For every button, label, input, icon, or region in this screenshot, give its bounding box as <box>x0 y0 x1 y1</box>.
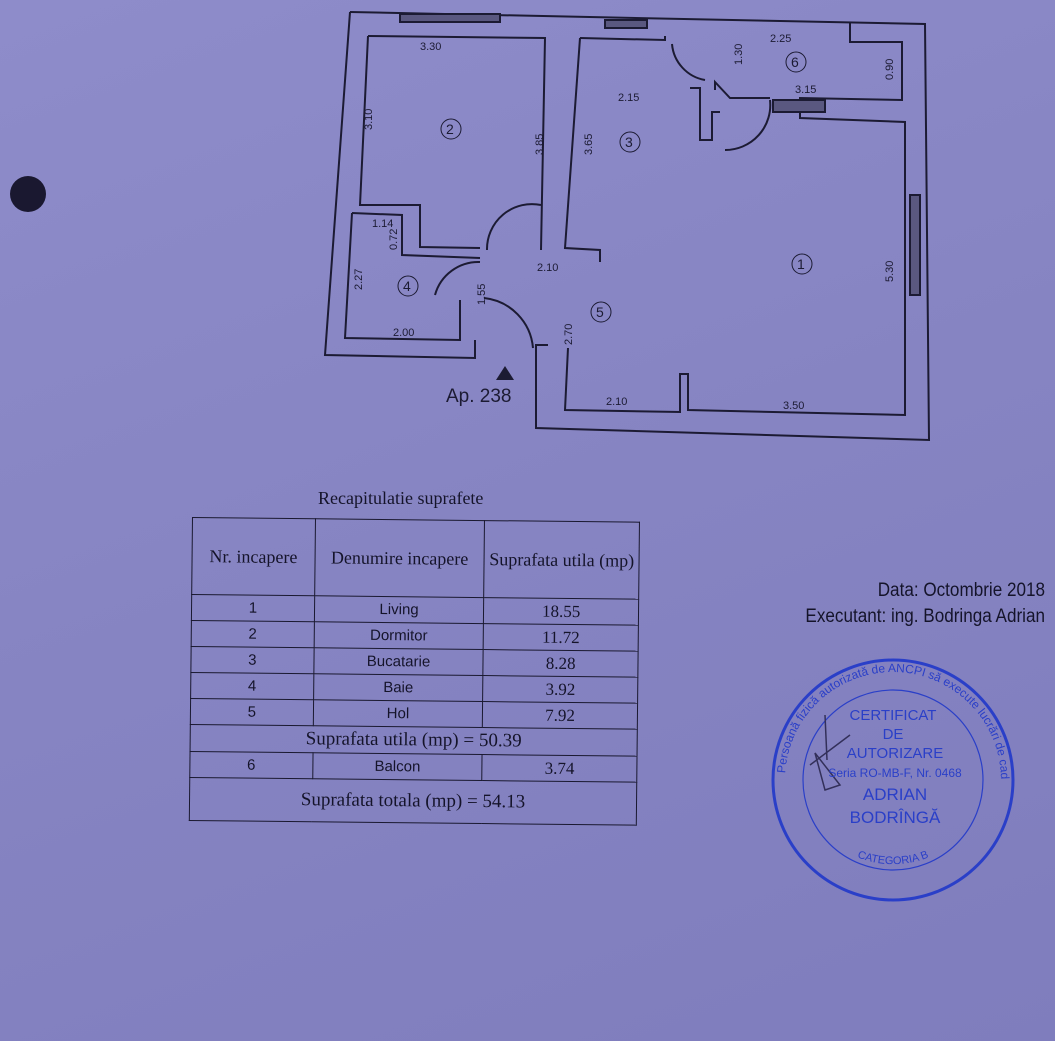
cell: 18.55 <box>483 597 639 626</box>
cell: 5 <box>190 698 314 726</box>
dim-label: 2.10 <box>606 396 627 408</box>
stamp-series: Seria RO-MB-F, Nr. 0468 <box>828 766 962 780</box>
walls <box>323 11 931 442</box>
entrance-triangle-icon <box>496 366 514 380</box>
floor-plan: 3.30 3.10 3.85 3.65 2.15 2.25 1.30 3.15 … <box>323 11 931 442</box>
recap-table: Nr. incapere Denumire incapere Suprafata… <box>189 517 640 826</box>
room-numbers <box>397 51 813 323</box>
cell: 8.28 <box>483 649 639 678</box>
stamp-category: CATEGORIA B <box>856 849 930 868</box>
dim-label: 2.10 <box>537 262 558 274</box>
dim-label: 0.72 <box>388 229 400 250</box>
dim-label: 1.55 <box>476 284 488 305</box>
grand-total-row: Suprafata totala (mp) = 54.13 <box>189 777 637 826</box>
document-info: Data: Octombrie 2018 Executant: ing. Bod… <box>735 578 1045 630</box>
dim-label: 3.50 <box>783 400 804 412</box>
cell: 3.92 <box>482 675 638 704</box>
dim-label: 2.00 <box>393 327 414 339</box>
header-cell: Denumire incapere <box>314 518 485 598</box>
room-number: 3 <box>625 134 633 150</box>
dim-label: 0.90 <box>884 59 896 80</box>
dim-label: 3.65 <box>583 134 595 155</box>
room-number: 6 <box>791 54 799 70</box>
stamp-line: CERTIFICAT <box>850 707 937 724</box>
stamp-name: ADRIAN <box>863 785 927 804</box>
recap-title: Recapitulatie suprafete <box>318 488 484 508</box>
cell: 3.74 <box>482 754 638 783</box>
dim-label: 2.70 <box>563 324 575 345</box>
cell: Living <box>314 595 485 624</box>
punch-hole <box>10 176 46 212</box>
dim-label: 2.25 <box>770 33 791 45</box>
cell: 3 <box>190 646 314 674</box>
cell: 11.72 <box>483 623 639 652</box>
apartment-label: Ap. 238 <box>446 386 512 407</box>
room-number: 5 <box>596 304 604 320</box>
dimension-labels: 3.30 3.10 3.85 3.65 2.15 2.25 1.30 3.15 … <box>353 33 896 412</box>
cell: 4 <box>190 672 314 700</box>
dim-label: 2.27 <box>353 269 365 290</box>
dim-label: 3.85 <box>534 134 546 155</box>
header-cell: Nr. incapere <box>191 517 316 596</box>
cell: Baie <box>313 673 484 702</box>
dim-label: 3.10 <box>363 109 375 130</box>
signature <box>809 714 851 791</box>
cell: Balcon <box>312 752 483 781</box>
cell: Dormitor <box>313 621 484 650</box>
dim-label: 3.30 <box>420 41 441 53</box>
stamp-line: AUTORIZARE <box>847 745 943 762</box>
cell: Bucatarie <box>313 647 484 676</box>
cell: 2 <box>191 620 315 648</box>
dim-label: 1.30 <box>733 44 745 65</box>
room-number: 1 <box>797 256 805 272</box>
dim-label: 2.15 <box>618 92 639 104</box>
table-header: Nr. incapere Denumire incapere Suprafata… <box>191 517 640 600</box>
date-text: Data: Octombrie 2018 <box>877 580 1045 601</box>
stamp-name: BODRÎNGĂ <box>850 808 941 827</box>
cell: 6 <box>189 751 313 779</box>
dim-label: 1.14 <box>372 218 393 230</box>
cell: 7.92 <box>482 701 638 730</box>
cell: 1 <box>191 594 315 622</box>
dim-label: 5.30 <box>884 261 896 282</box>
header-cell: Suprafata utila (mp) <box>484 520 640 600</box>
cell: Hol <box>313 699 483 728</box>
stamp-line: DE <box>883 726 904 743</box>
dim-label: 3.15 <box>795 84 816 96</box>
room-number: 2 <box>446 121 454 137</box>
authorization-stamp: Persoană fizică autorizată de ANCPI să e… <box>765 655 1015 902</box>
cell: Suprafata totala (mp) = 54.13 <box>189 777 637 826</box>
room-number: 4 <box>403 278 411 294</box>
executant-text: Executant: ing. Bodringa Adrian <box>805 606 1045 627</box>
